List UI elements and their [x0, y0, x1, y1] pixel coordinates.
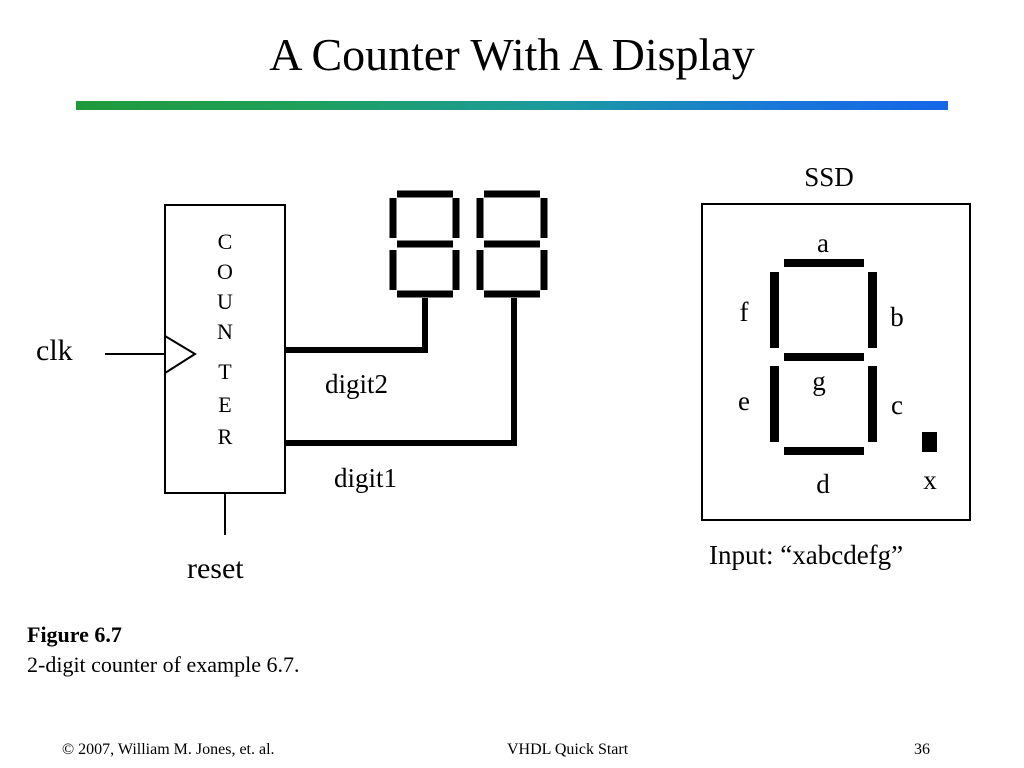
counter-letter: O	[217, 259, 233, 284]
counter-letter: E	[218, 392, 231, 417]
segment-label-a: a	[817, 228, 829, 258]
ssd-segment-b	[868, 272, 877, 348]
title-underline	[76, 101, 948, 110]
slide-title: A Counter With A Display	[269, 29, 755, 80]
counter-letter: U	[217, 289, 233, 314]
segment-label-e: e	[738, 386, 750, 416]
ssd-segments	[770, 259, 937, 455]
segment-label-x: x	[923, 465, 937, 495]
digit1-label: digit1	[334, 463, 397, 493]
ssd-box	[701, 203, 971, 521]
counter-letter: N	[217, 319, 233, 344]
figure-label: Figure 6.7	[27, 622, 122, 647]
counter-letter: C	[218, 229, 233, 254]
digit1-display	[476, 190, 548, 298]
ssd-segment-x	[922, 432, 937, 452]
footer-copyright: © 2007, William M. Jones, et. al.	[62, 741, 275, 758]
digit1-bus	[285, 298, 517, 446]
footer-course: VHDL Quick Start	[507, 741, 629, 758]
counter-letter: T	[218, 359, 232, 384]
ssd-segment-a	[784, 259, 864, 267]
ssd-segment-labels: a b c d e f g x	[738, 228, 937, 499]
ssd-title: SSD	[804, 162, 854, 192]
clock-triangle	[164, 335, 197, 374]
segment-label-b: b	[890, 302, 904, 332]
segment-label-c: c	[891, 390, 903, 420]
segment-label-g: g	[812, 366, 826, 396]
segment-label-f: f	[740, 297, 749, 327]
digit2-display	[389, 190, 460, 298]
ssd-segment-d	[784, 447, 864, 455]
reset-label: reset	[187, 552, 244, 585]
digit2-label: digit2	[325, 369, 388, 399]
ssd-segment-c	[868, 366, 877, 442]
ssd-segment-e	[770, 366, 779, 442]
figure-caption: 2-digit counter of example 6.7.	[27, 652, 300, 677]
digit2-bus	[285, 298, 428, 353]
ssd-input-label: Input: “xabcdefg”	[709, 540, 903, 570]
counter-label: C O U N T E R	[217, 229, 233, 449]
segment-label-d: d	[816, 469, 830, 499]
ssd-segment-f	[770, 272, 779, 348]
ssd-segment-g	[784, 353, 864, 361]
clk-label: clk	[36, 334, 73, 367]
counter-letter: R	[218, 424, 233, 449]
footer-page-number: 36	[914, 741, 930, 758]
